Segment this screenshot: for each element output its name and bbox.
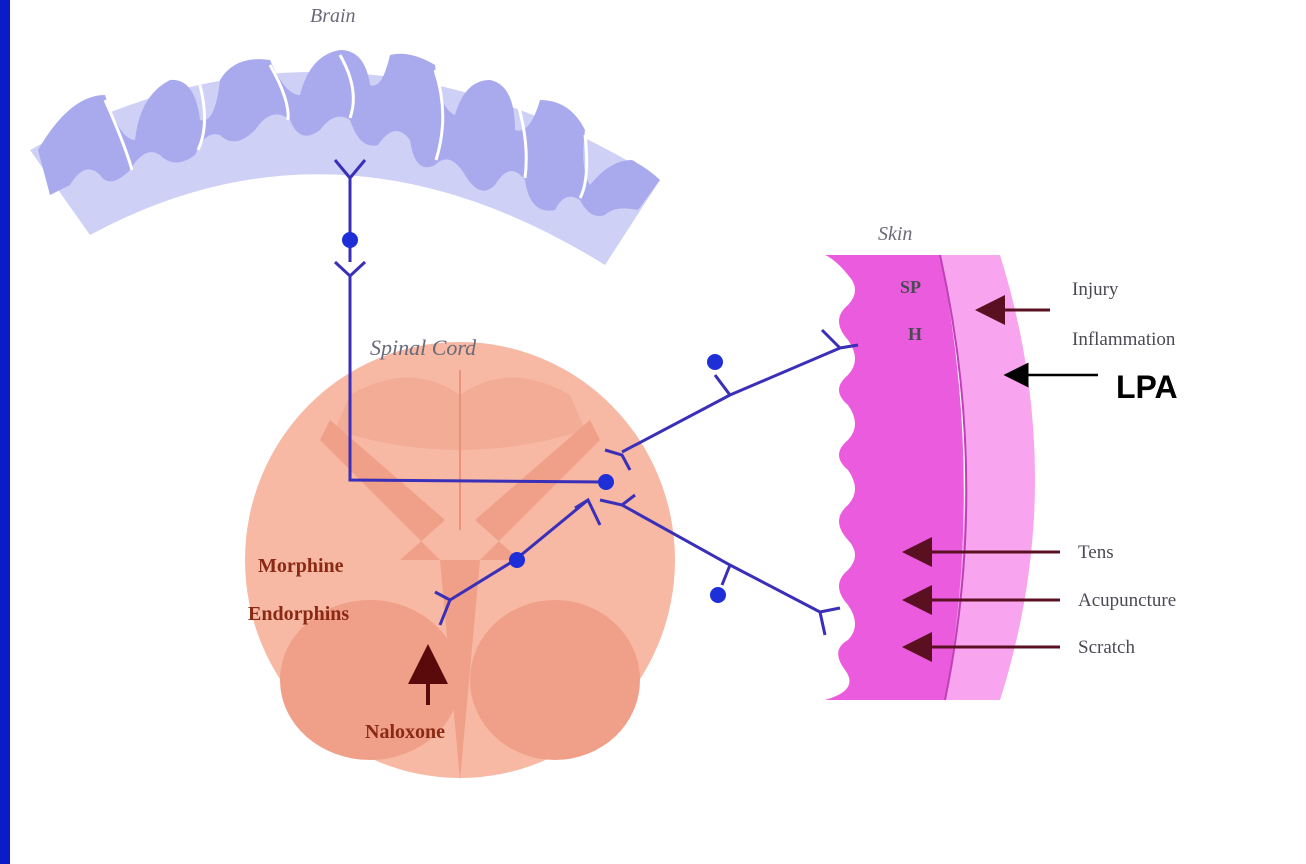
sp-label: SP	[900, 277, 921, 297]
node-lower-fiber	[710, 587, 726, 603]
sensory-fiber-upper	[622, 348, 840, 452]
sensory-fiber-lower-branch	[722, 565, 730, 585]
morphine-label: Morphine	[258, 555, 344, 577]
descending-neuron-mid-synapse	[335, 262, 365, 276]
scratch-label: Scratch	[1078, 637, 1135, 658]
node-descending	[342, 232, 358, 248]
endorphins-label: Endorphins	[248, 603, 349, 625]
injury-label: Injury	[1072, 279, 1119, 300]
inflammation-label: Inflammation	[1072, 329, 1176, 350]
slide-canvas: Brain Spinal Cord Skin SP H	[10, 0, 1306, 864]
lpa-label: LPA	[1116, 369, 1178, 405]
skin-label: Skin	[878, 223, 912, 245]
acupuncture-label: Acupuncture	[1078, 590, 1176, 611]
brain: Brain	[30, 5, 660, 265]
sensory-fiber-upper-branch	[715, 375, 730, 395]
skin: Skin SP H	[825, 223, 1035, 700]
brain-label: Brain	[310, 5, 356, 27]
naloxone-label: Naloxone	[365, 721, 445, 743]
pain-pathway-diagram: Brain Spinal Cord Skin SP H	[10, 0, 1306, 864]
h-label: H	[908, 324, 922, 344]
tens-label: Tens	[1078, 542, 1114, 563]
node-interneuron	[509, 552, 525, 568]
node-relay	[598, 474, 614, 490]
skin-inner-layer	[825, 255, 964, 700]
node-upper-fiber	[707, 354, 723, 370]
sensory-fiber-lower-ending	[820, 608, 840, 635]
spinal-cord-label: Spinal Cord	[370, 335, 477, 360]
spinal-cord-right-ventral-horn	[470, 600, 640, 760]
